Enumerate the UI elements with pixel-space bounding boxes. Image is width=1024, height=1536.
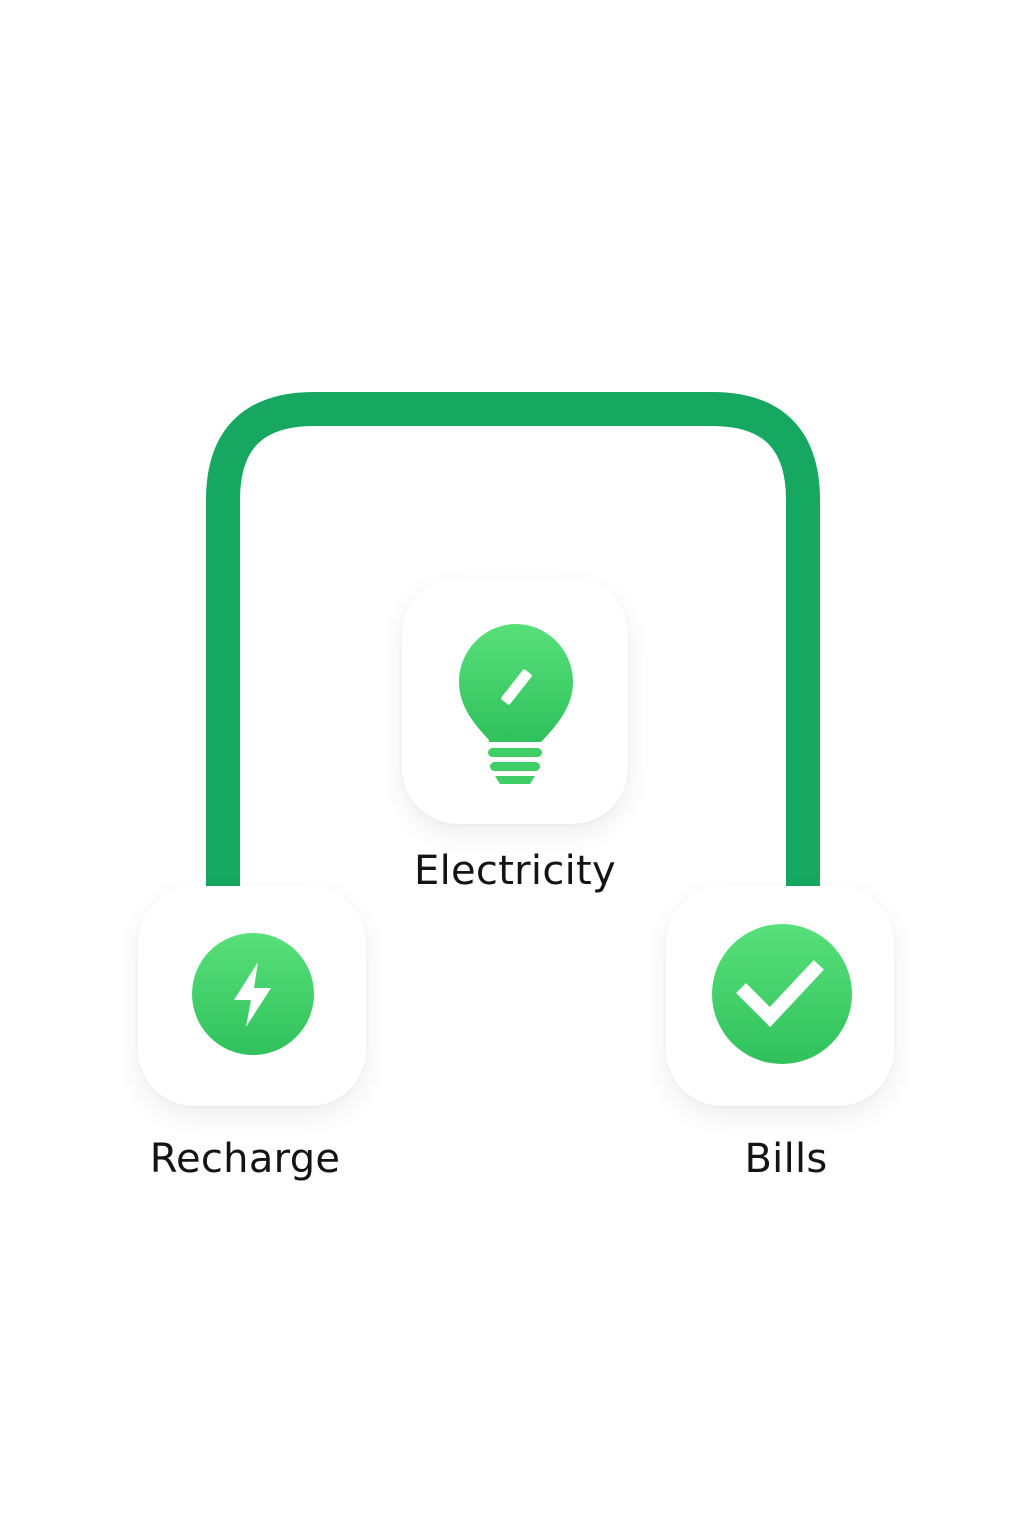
- bills-label: Bills: [744, 1136, 828, 1182]
- lightbulb-icon: [459, 624, 573, 784]
- electricity-shortcut-button[interactable]: [402, 578, 628, 824]
- checkmark-icon: [712, 924, 852, 1064]
- lightning-bolt-icon: [192, 933, 314, 1055]
- electricity-label: Electricity: [414, 848, 616, 894]
- recharge-label: Recharge: [149, 1136, 341, 1182]
- recharge-shortcut-button[interactable]: [138, 886, 366, 1106]
- bills-shortcut-button[interactable]: [666, 886, 894, 1106]
